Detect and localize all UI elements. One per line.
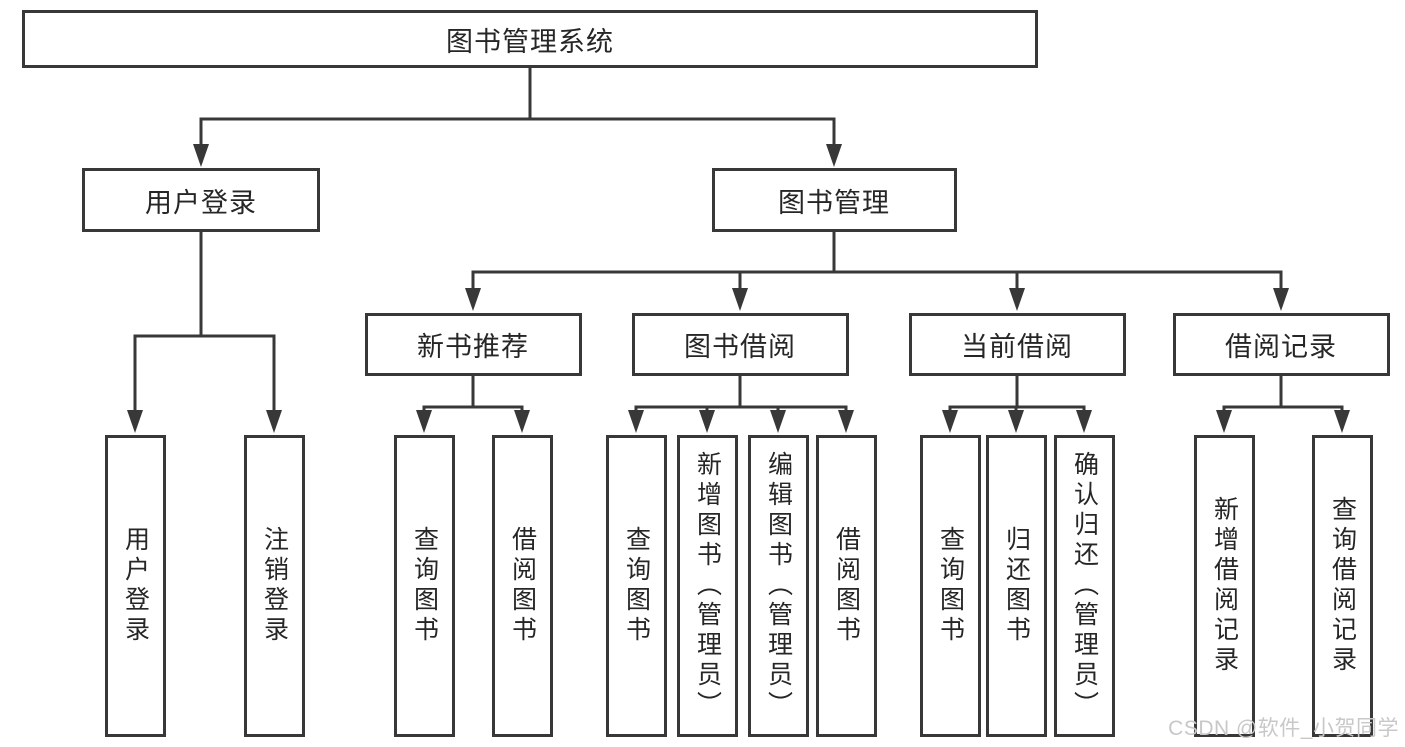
node-new-book-rec: 新书推荐	[364, 313, 582, 376]
leaf-query-book-borrow-label: 查询图书	[622, 526, 651, 646]
leaf-logout: 注销登录	[243, 435, 305, 737]
node-book-mgmt-label: 图书管理	[778, 187, 890, 218]
node-user-login-label: 用户登录	[145, 187, 257, 218]
node-book-borrow-label: 图书借阅	[684, 332, 796, 362]
leaf-confirm-return-admin-label: 确认归还（管理员）	[1070, 451, 1099, 721]
csdn-watermark: CSDN @软件_小贺同学	[1168, 717, 1399, 740]
leaf-user-login-label: 用户登录	[121, 526, 150, 646]
leaf-query-book-newrec: 查询图书	[393, 435, 455, 737]
node-user-login: 用户登录	[82, 168, 320, 232]
node-borrow-record-label: 借阅记录	[1225, 332, 1337, 362]
arrowheads	[127, 144, 1350, 433]
leaf-query-book-borrow: 查询图书	[605, 435, 667, 737]
leaf-borrow-book-newrec-label: 借阅图书	[508, 526, 537, 646]
leaf-add-borrow-record: 新增借阅记录	[1193, 435, 1255, 737]
node-root-label: 图书管理系统	[446, 26, 614, 57]
leaf-query-book-newrec-label: 查询图书	[410, 526, 439, 646]
node-book-mgmt: 图书管理	[711, 168, 957, 232]
leaf-add-book-admin-label: 新增图书（管理员）	[693, 451, 722, 721]
leaf-return-book: 归还图书	[985, 435, 1047, 737]
leaf-edit-book-admin-label: 编辑图书（管理员）	[764, 451, 793, 721]
leaf-query-borrow-record-label: 查询借阅记录	[1328, 496, 1357, 676]
node-current-borrow-label: 当前借阅	[961, 332, 1073, 362]
leaf-add-borrow-record-label: 新增借阅记录	[1210, 496, 1239, 676]
leaf-add-book-admin: 新增图书（管理员）	[676, 435, 738, 737]
node-current-borrow: 当前借阅	[908, 313, 1126, 376]
node-new-book-rec-label: 新书推荐	[417, 332, 529, 362]
node-root: 图书管理系统	[22, 10, 1038, 68]
leaf-borrow-book: 借阅图书	[815, 435, 877, 737]
leaf-logout-label: 注销登录	[260, 526, 289, 646]
leaf-query-borrow-record: 查询借阅记录	[1311, 435, 1373, 737]
leaf-user-login: 用户登录	[104, 435, 166, 737]
leaf-confirm-return-admin: 确认归还（管理员）	[1053, 435, 1115, 737]
node-borrow-record: 借阅记录	[1172, 313, 1390, 376]
leaf-return-book-label: 归还图书	[1002, 526, 1031, 646]
leaf-borrow-book-label: 借阅图书	[832, 526, 861, 646]
node-book-borrow: 图书借阅	[631, 313, 849, 376]
leaf-borrow-book-newrec: 借阅图书	[491, 435, 553, 737]
leaf-query-book-current-label: 查询图书	[936, 526, 965, 646]
leaf-query-book-current: 查询图书	[919, 435, 981, 737]
leaf-edit-book-admin: 编辑图书（管理员）	[747, 435, 809, 737]
